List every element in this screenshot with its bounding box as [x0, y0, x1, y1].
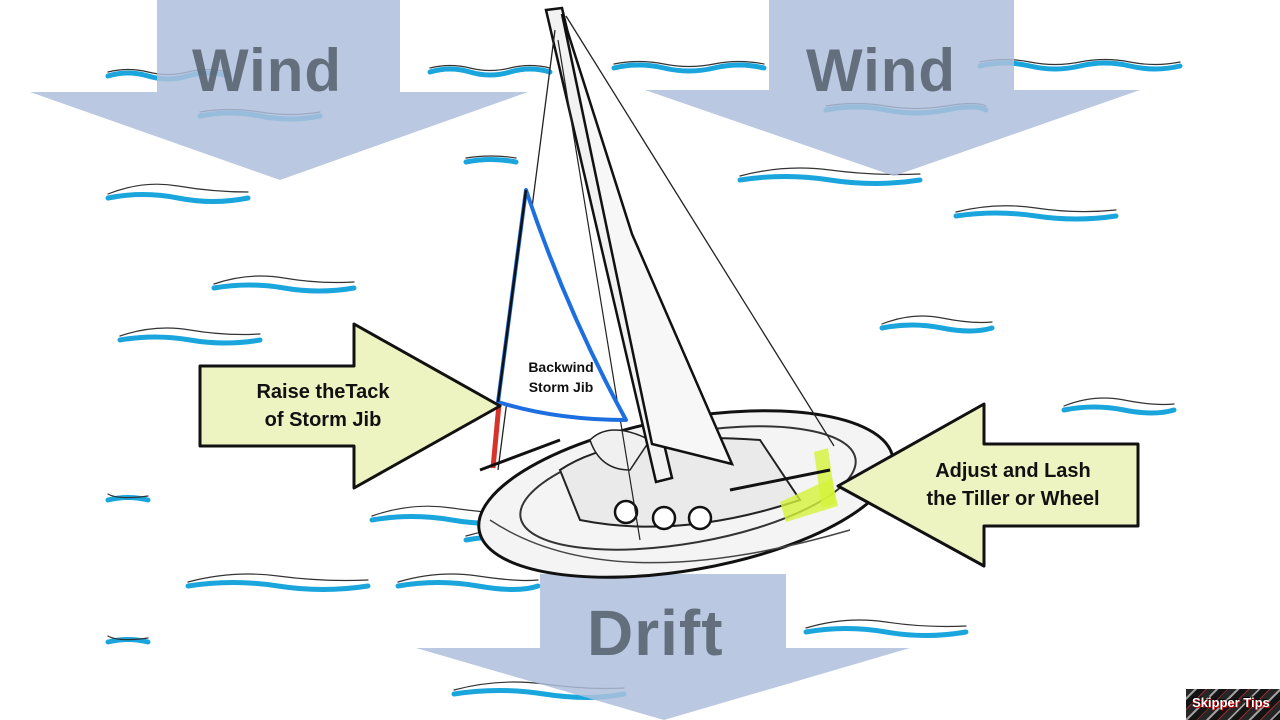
wave	[611, 60, 767, 74]
wave	[427, 64, 553, 78]
wave	[117, 327, 263, 346]
tiller-highlight	[814, 448, 836, 508]
wave	[395, 573, 541, 592]
wave	[803, 619, 969, 638]
storm-jib-label: Backwind Storm Jib	[507, 357, 615, 397]
wave	[1061, 397, 1177, 416]
wave	[211, 275, 357, 294]
porthole	[651, 505, 677, 531]
wave	[185, 573, 371, 592]
logo-background	[1186, 689, 1280, 720]
adjust-lash-line-1: Adjust and Lash	[935, 460, 1091, 482]
rigging	[565, 15, 835, 447]
drift-label: Drift	[587, 597, 724, 669]
wave	[977, 58, 1183, 72]
skipper-tips-logo: Skipper Tips	[1186, 689, 1280, 720]
wind-arrow-left	[30, 0, 528, 180]
tiller	[729, 468, 831, 492]
adjust-lash-label: Adjust and Lash the Tiller or Wheel	[898, 457, 1128, 513]
storm-jib-label-line-1: Backwind	[528, 359, 594, 375]
raise-tack-label: Raise theTack of Storm Jib	[218, 378, 428, 434]
raise-tack-callout-arrow	[198, 322, 502, 490]
sailboat	[477, 6, 895, 579]
wave	[953, 205, 1119, 222]
wave	[105, 635, 151, 645]
wave	[879, 315, 995, 334]
storm-jib	[496, 188, 628, 422]
wind-arrow-right	[645, 0, 1140, 176]
wind-label-left: Wind	[192, 37, 343, 104]
hull-shading	[489, 519, 851, 564]
tack-line	[490, 403, 502, 469]
raise-tack-line-1: Raise theTack	[256, 381, 390, 403]
bowsprit	[479, 438, 561, 472]
adjust-lash-callout-arrow	[836, 402, 1140, 568]
porthole	[687, 505, 713, 531]
porthole	[613, 499, 639, 525]
raise-tack-line-2: of Storm Jib	[264, 409, 382, 431]
wind-label-right: Wind	[806, 37, 957, 104]
wave	[105, 183, 251, 204]
wave	[463, 155, 519, 165]
drift-arrow	[416, 574, 910, 720]
logo-text: Skipper Tips	[1192, 695, 1270, 710]
rigging	[557, 39, 641, 541]
mainsail	[560, 13, 735, 466]
adjust-lash-line-2: the Tiller or Wheel	[926, 488, 1100, 510]
storm-jib-outline	[496, 189, 528, 403]
wave	[105, 493, 151, 503]
storm-jib-label-line-2: Storm Jib	[528, 379, 594, 395]
